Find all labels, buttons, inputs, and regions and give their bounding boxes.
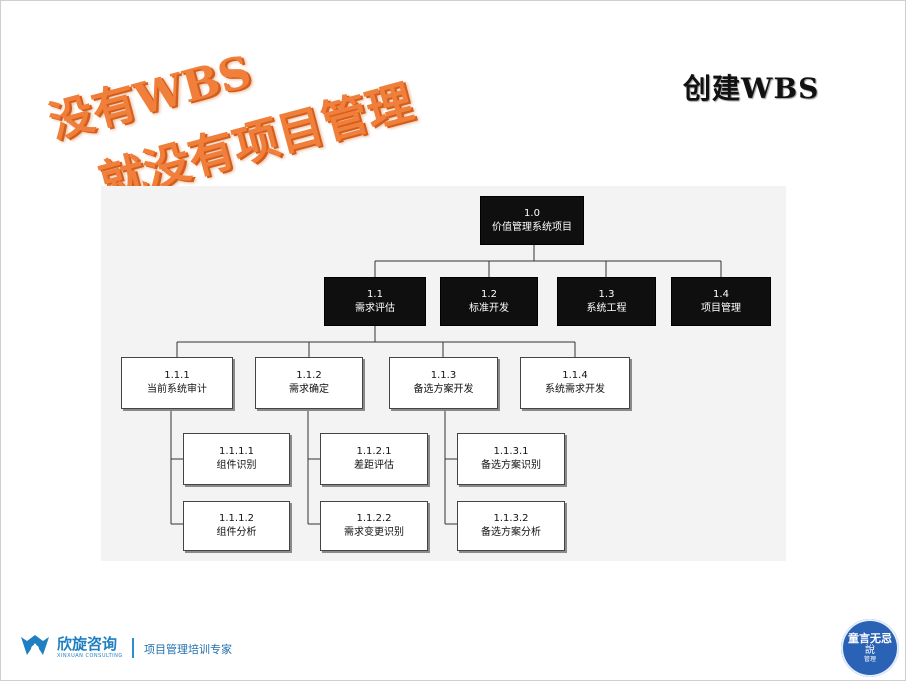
- wbs-node-label: 备选方案开发: [413, 384, 474, 395]
- wbs-node-code: 1.0: [524, 207, 540, 219]
- badge-line-3: 管理: [863, 656, 876, 663]
- wbs-node-1-2: 1.2 标准开发: [440, 277, 538, 326]
- wbs-node-label: 需求评估: [355, 302, 395, 314]
- wbs-node-code: 1.1.3: [430, 370, 457, 381]
- wbs-node-code: 1.3: [598, 288, 615, 300]
- wbs-node-label: 项目管理: [701, 302, 741, 314]
- wbs-node-label: 价值管理系统项目: [492, 221, 572, 233]
- corner-badge: 童言无忌 說 管理: [841, 619, 899, 677]
- wbs-node-label: 备选方案分析: [481, 527, 541, 538]
- wbs-node-1-1-3-2: 1.1.3.2 备选方案分析: [457, 501, 565, 551]
- wbs-node-code: 1.2: [481, 288, 497, 300]
- wbs-node-label: 当前系统审计: [147, 384, 207, 395]
- wbs-node-code: 1.1.2.1: [356, 446, 392, 457]
- brand-logo: 欣旋咨询 XINXUAN CONSULTING: [19, 633, 123, 661]
- brand-name: 欣旋咨询: [57, 634, 118, 653]
- wbs-node-code: 1.1.2: [296, 370, 322, 381]
- wbs-node-1-1-1-1: 1.1.1.1 组件识别: [183, 433, 290, 485]
- slide-title: 创建WBS: [683, 72, 820, 105]
- wbs-node-label: 差距评估: [354, 460, 394, 471]
- wbs-node-1-1-2-1: 1.1.2.1 差距评估: [320, 433, 428, 485]
- wbs-node-1-1-1: 1.1.1 当前系统审计: [121, 357, 233, 409]
- wbs-node-1-1-3-1: 1.1.3.1 备选方案识别: [457, 433, 565, 485]
- wbs-node-label: 组件识别: [216, 460, 257, 471]
- brand-subtitle: XINXUAN CONSULTING: [57, 652, 123, 659]
- wbs-node-code: 1.1.4: [562, 370, 588, 381]
- footer-tagline: 项目管理培训专家: [144, 643, 232, 656]
- wbs-node-1-1-2-2: 1.1.2.2 需求变更识别: [320, 501, 428, 551]
- wbs-node-label: 组件分析: [216, 527, 257, 538]
- wbs-node-1-3: 1.3 系统工程: [557, 277, 656, 326]
- wbs-node-code: 1.1.1.1: [219, 446, 254, 457]
- wbs-node-label: 需求确定: [289, 384, 329, 395]
- wbs-node-code: 1.1.3.2: [493, 513, 529, 524]
- wbs-node-1-1-2: 1.1.2 需求确定: [255, 357, 363, 409]
- wbs-node-code: 1.1.3.1: [493, 446, 529, 457]
- wbs-node-code: 1.1.1.2: [219, 513, 254, 524]
- wbs-node-code: 1.4: [713, 288, 729, 300]
- wbs-node-label: 备选方案识别: [481, 460, 541, 471]
- wbs-node-1-1-3: 1.1.3 备选方案开发: [389, 357, 498, 409]
- wbs-node-1-1-4: 1.1.4 系统需求开发: [520, 357, 630, 409]
- wbs-node-root: 1.0 价值管理系统项目: [480, 196, 584, 245]
- wbs-node-label: 标准开发: [469, 302, 509, 314]
- wbs-node-1-4: 1.4 项目管理: [671, 277, 771, 326]
- wbs-node-1-1-1-2: 1.1.1.2 组件分析: [183, 501, 290, 551]
- brand-logo-icon: [21, 635, 49, 655]
- badge-line-1: 童言无忌: [848, 632, 892, 645]
- footer-divider: [132, 638, 134, 658]
- wbs-node-1-1: 1.1 需求评估: [324, 277, 426, 326]
- wbs-node-code: 1.1.1: [164, 370, 190, 381]
- badge-line-2: 說: [865, 645, 875, 656]
- wbs-node-label: 需求变更识别: [344, 527, 404, 538]
- wbs-node-label: 系统需求开发: [545, 384, 605, 395]
- wbs-node-code: 1.1.2.2: [356, 513, 392, 524]
- wbs-node-label: 系统工程: [586, 302, 627, 314]
- wbs-node-code: 1.1: [367, 288, 383, 300]
